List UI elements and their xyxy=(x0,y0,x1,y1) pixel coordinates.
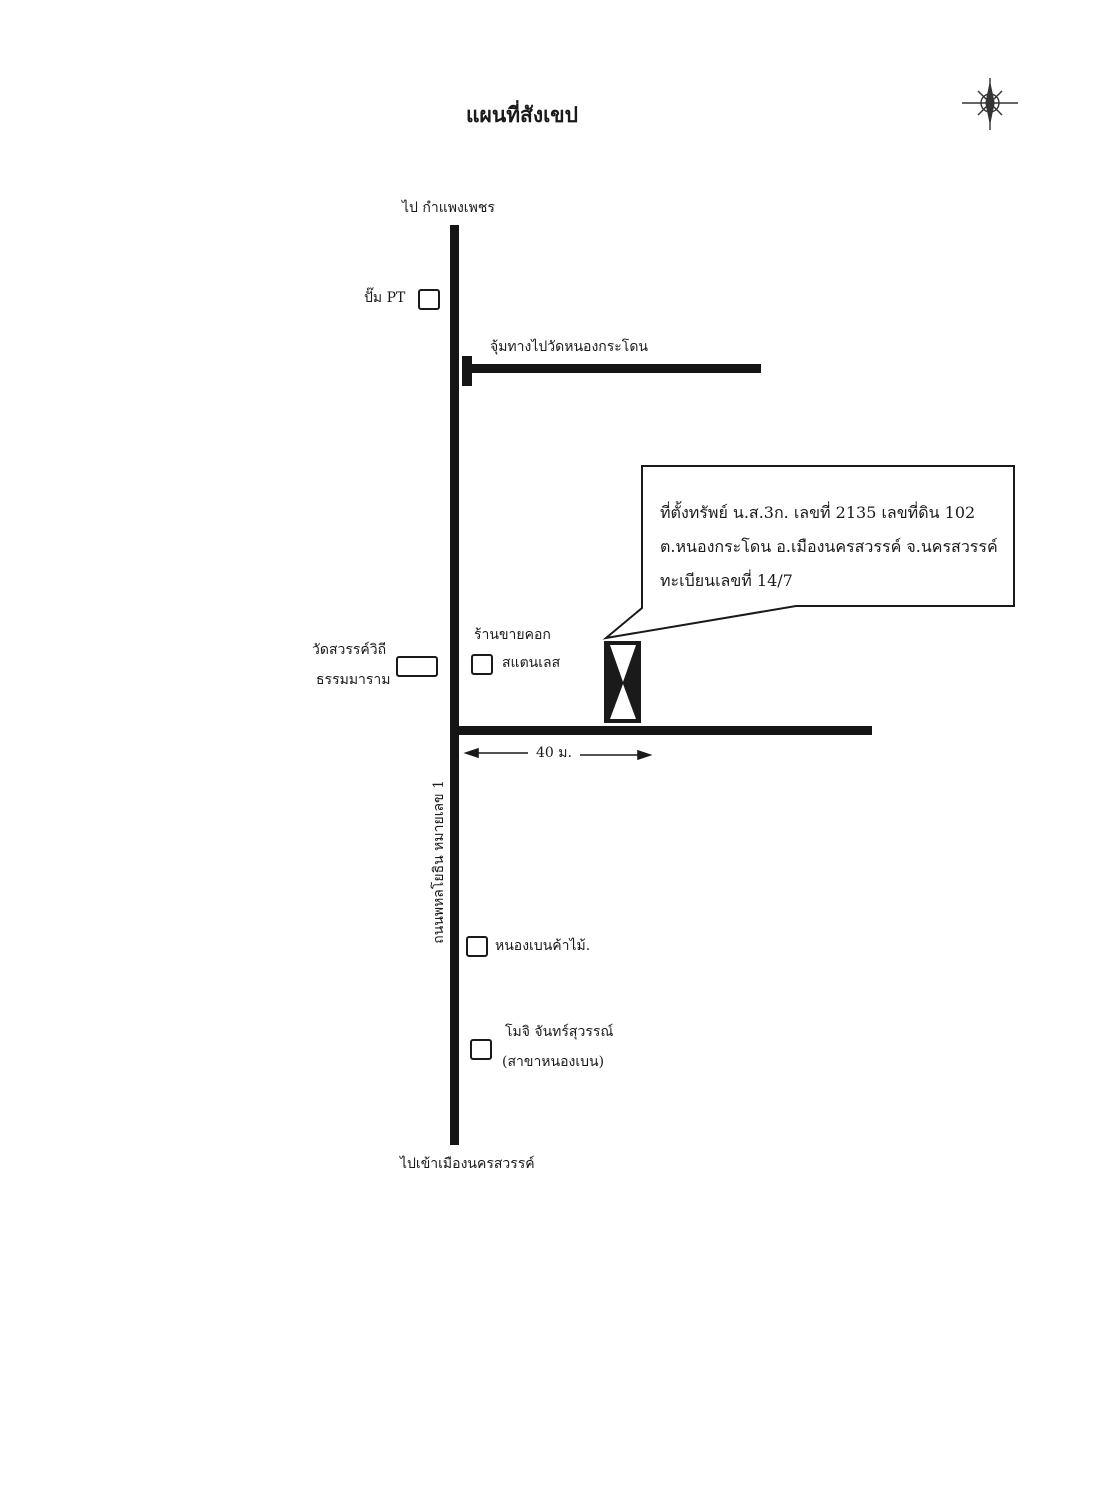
gas-station-marker xyxy=(418,289,440,310)
wood-shop-label: หนองเบนค้าไม้. xyxy=(495,938,591,954)
property-callout-shape xyxy=(602,465,1015,640)
temple-label-line2: ธรรมมาราม xyxy=(316,672,391,688)
junction-marker xyxy=(462,356,472,386)
map-title: แผนที่สังเขป xyxy=(466,102,578,127)
compass-rose-icon xyxy=(962,78,1018,130)
callout-line-1: ที่ตั้งทรัพย์ น.ส.3ก. เลขที่ 2135 เลขที่… xyxy=(660,503,976,522)
distance-arrows xyxy=(463,747,653,761)
shop-marker xyxy=(471,654,493,675)
bank-label-line2: (สาขาหนองเบน) xyxy=(502,1054,605,1070)
junction-road-line xyxy=(462,364,761,373)
main-road-line xyxy=(450,225,459,1145)
callout-line-3: ทะเบียนเลขที่ 14/7 xyxy=(660,571,793,590)
main-road-label: ถนนพหลโยธิน หมายเลข 1 xyxy=(431,780,447,944)
shop-label-line1: ร้านขายคอก xyxy=(474,627,551,643)
callout-line-2: ต.หนองกระโดน อ.เมืองนครสวรรค์ จ.นครสวรรค… xyxy=(660,537,998,556)
wood-shop-marker xyxy=(466,936,488,957)
distance-label: 40 ม. xyxy=(536,745,572,761)
property-access-road-line xyxy=(459,726,872,735)
bank-marker xyxy=(470,1039,492,1060)
south-end-label: ไปเข้าเมืองนครสวรรค์ xyxy=(400,1156,535,1172)
gas-station-label: ปั๊ม PT xyxy=(364,290,406,306)
property-callout: ที่ตั้งทรัพย์ น.ส.3ก. เลขที่ 2135 เลขที่… xyxy=(660,496,998,598)
junction-label: จุ้มทางไปวัดหนองกระโดน xyxy=(490,339,648,355)
shop-label-line2: สแตนเลส xyxy=(502,655,561,671)
north-end-label: ไป กำแพงเพชร xyxy=(402,200,495,216)
temple-label-line1: วัดสวรรค์วิถี xyxy=(312,642,387,658)
property-marker-icon xyxy=(604,641,641,723)
temple-marker xyxy=(396,656,438,677)
bank-label-line1: โมจิ จันทร์สุวรรณ์ xyxy=(505,1024,614,1040)
